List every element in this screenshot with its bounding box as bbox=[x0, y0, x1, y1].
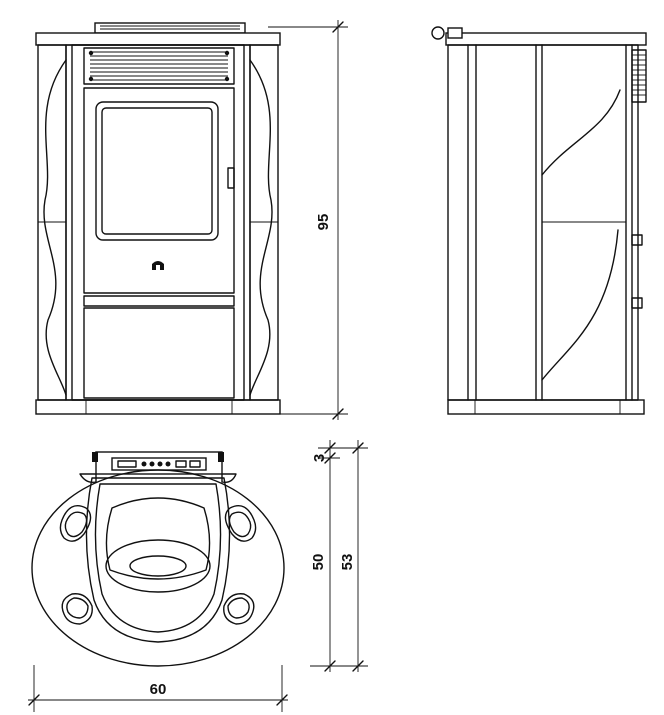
height-dimension: 95 bbox=[268, 20, 348, 420]
front-view bbox=[35, 22, 281, 415]
depth-dimensions: 3 50 53 bbox=[310, 440, 368, 672]
top-view bbox=[31, 451, 285, 667]
depth-total-label: 53 bbox=[339, 554, 356, 571]
height-label: 95 bbox=[315, 214, 332, 231]
side-view bbox=[431, 26, 647, 415]
width-dimension: 60 bbox=[28, 665, 288, 712]
top-offset-label: 3 bbox=[311, 454, 328, 462]
depth-body-label: 50 bbox=[310, 554, 327, 571]
width-label: 60 bbox=[150, 681, 167, 698]
